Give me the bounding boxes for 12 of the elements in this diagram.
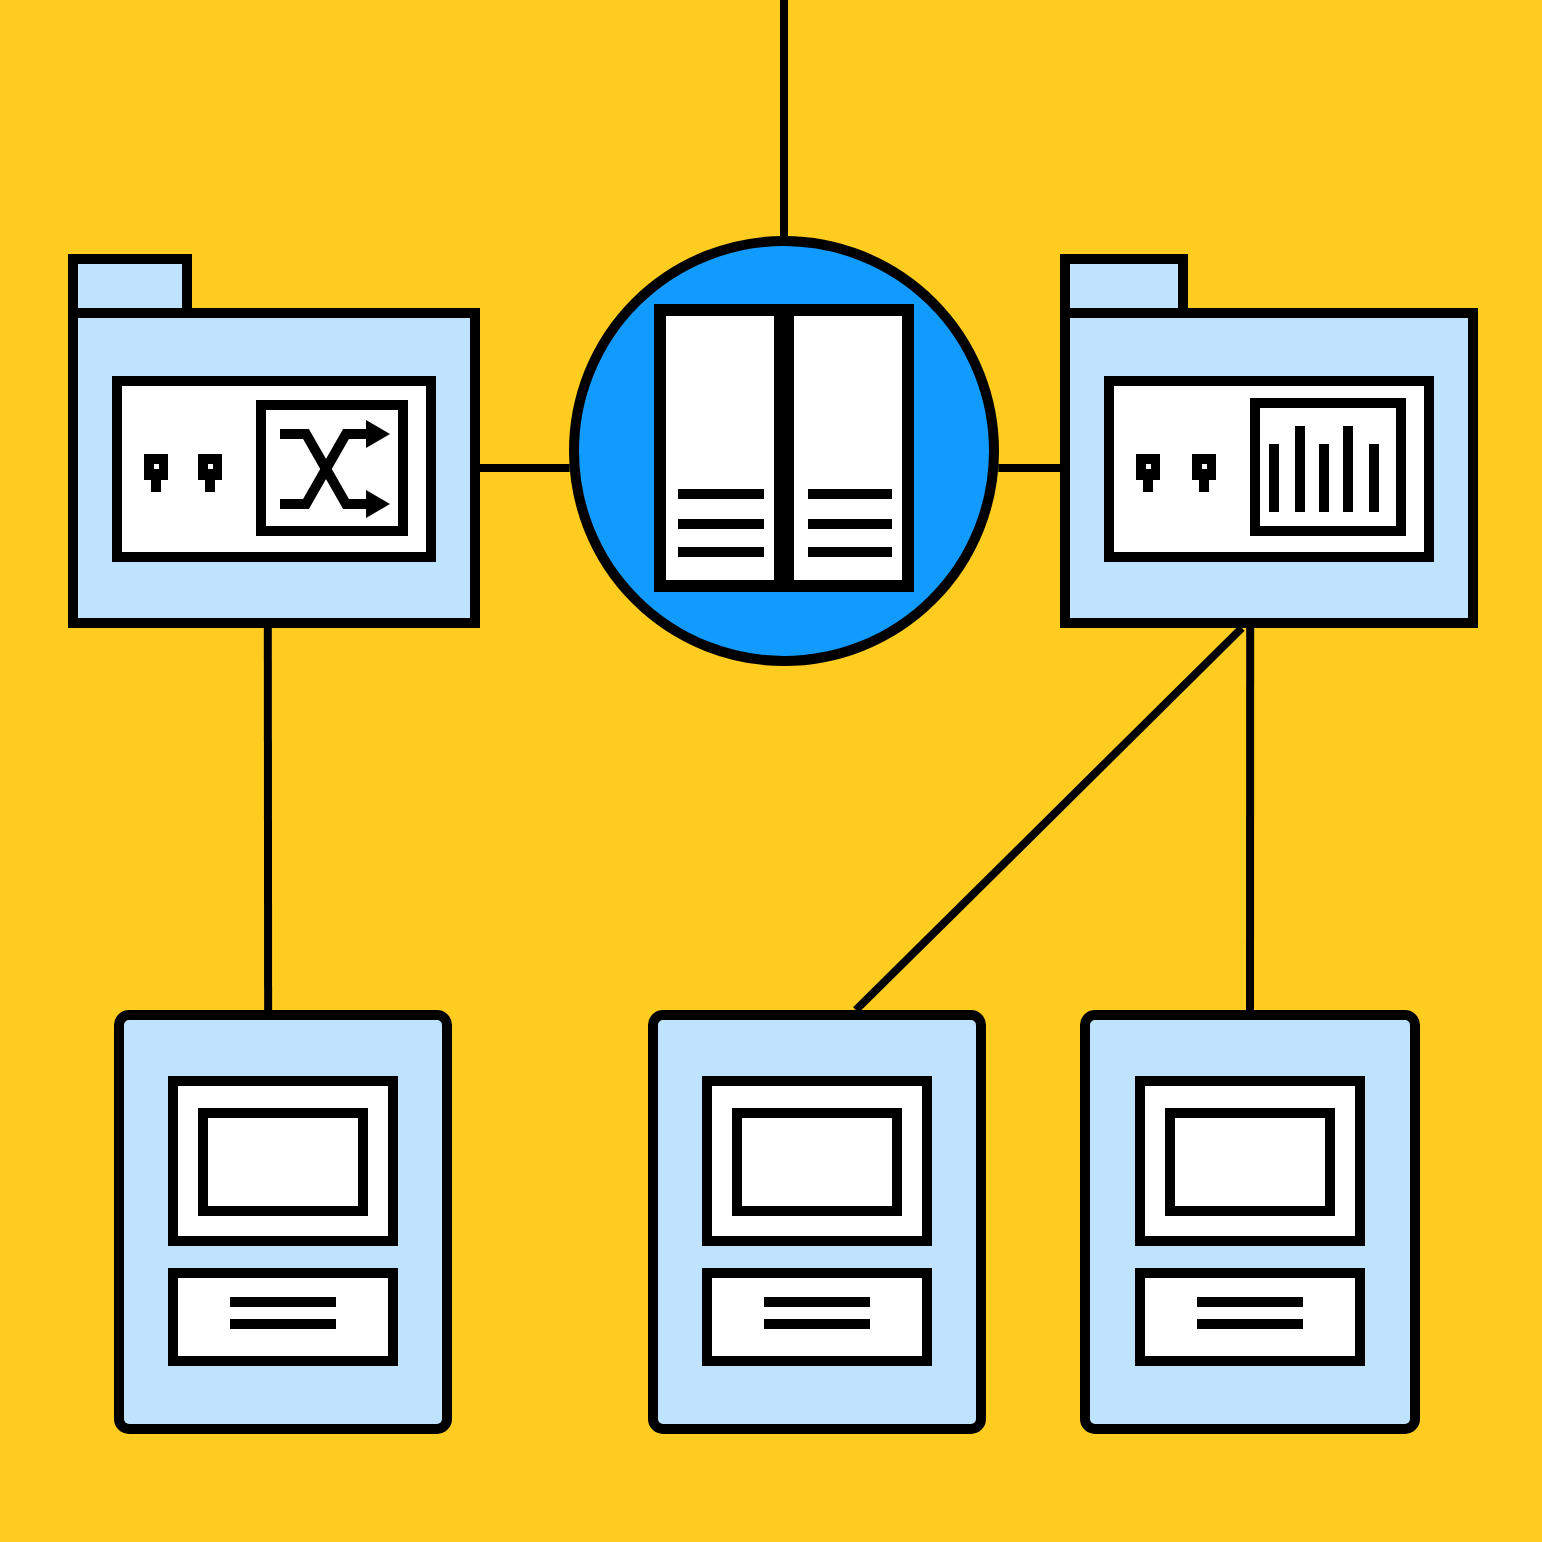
computer-drawing (114, 1010, 452, 1434)
server-circle (569, 236, 999, 666)
network-switch (68, 254, 480, 628)
connector-line (480, 464, 570, 472)
connector-line (1246, 628, 1255, 1010)
connector-line (853, 625, 1245, 1013)
computer-drawing (648, 1010, 986, 1434)
network-device (1060, 254, 1478, 628)
connector-line (780, 0, 788, 236)
connector-line (998, 464, 1060, 472)
computer-drawing (1080, 1010, 1420, 1434)
connector-line (263, 628, 273, 1010)
